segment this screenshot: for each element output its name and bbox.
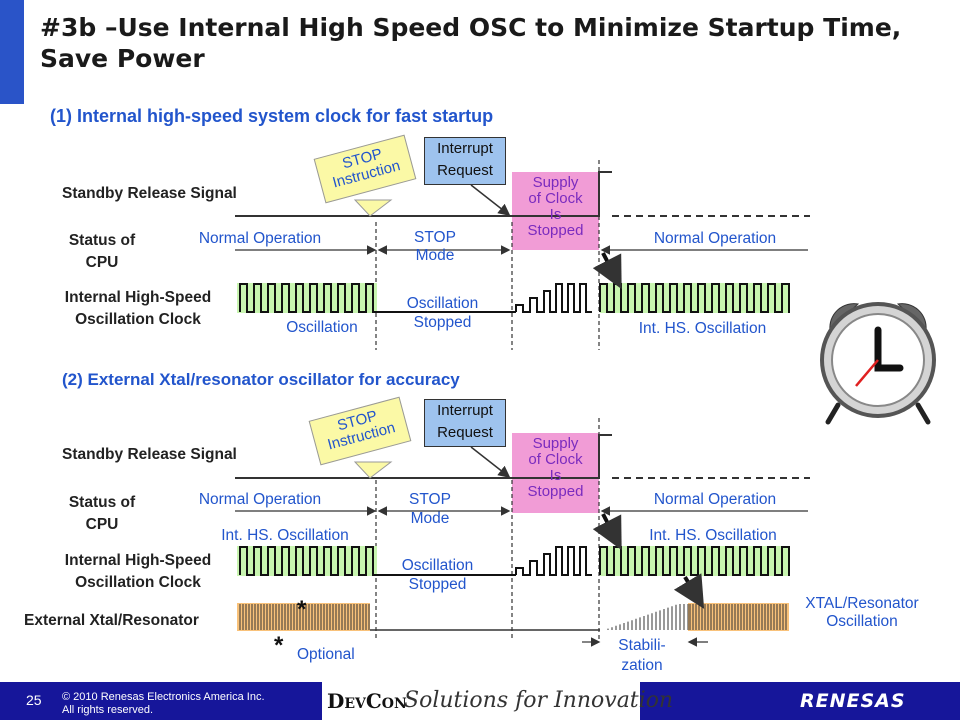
copyright-line-2: All rights reserved.	[62, 704, 154, 716]
optional-label: Optional	[297, 646, 355, 663]
status-label-2b: CPU	[85, 516, 119, 533]
supply-1a: Supply	[532, 174, 579, 191]
supply-stopped-region-1	[512, 172, 599, 250]
standby-label-1: Standby Release Signal	[62, 185, 237, 202]
int-hs-right-2: Int. HS. Oscillation	[649, 527, 777, 544]
xtal-osc-a: XTAL/Resonator	[805, 595, 919, 612]
interrupt-request-box-2: Interrupt Request	[424, 399, 506, 447]
osc-stopped-1b: Stopped	[413, 314, 472, 331]
stabilization-label-a: Stabili-	[618, 637, 666, 654]
stop-mode-2a: STOP	[409, 491, 451, 508]
interrupt-request-box-1: Interrupt Request	[424, 137, 506, 185]
tagline: Solutions for Innovation	[404, 688, 674, 713]
status-label-1b: CPU	[85, 254, 119, 271]
osc-band-left-1	[237, 283, 377, 313]
clock-wave-ramp-1	[515, 283, 592, 313]
status-label-1a: Status of	[68, 232, 136, 249]
title-accent-bar	[0, 0, 24, 104]
renesas-logo: RENESAS	[800, 690, 906, 712]
interrupt-1b: Request	[437, 162, 493, 179]
stabilization-label-b: zation	[621, 657, 663, 674]
clock-label-2a: Internal High-Speed	[64, 552, 212, 569]
supply-label-1: Supply of Clock Is Stopped	[512, 175, 599, 239]
star-icon: *	[274, 632, 284, 659]
clock-wave-left-1	[239, 283, 377, 313]
normal-op-left-2: Normal Operation	[198, 491, 322, 508]
restart-arrow-1	[592, 252, 622, 290]
normal-op-left-1: Normal Operation	[198, 230, 322, 247]
stop-mode-1a: STOP	[414, 229, 456, 246]
clock-label-1b: Oscillation Clock	[75, 311, 201, 328]
clock-label-2b: Oscillation Clock	[75, 574, 201, 591]
osc-stopped-2b: Stopped	[408, 576, 467, 593]
supply-2a: Supply	[532, 435, 579, 452]
supply-label-2: Supply of Clock Is Stopped	[512, 436, 599, 500]
stop-mode-2b: Mode	[410, 510, 450, 527]
devcon-banner	[322, 682, 640, 720]
normal-op-right-1: Normal Operation	[653, 230, 777, 247]
alarm-clock-icon	[820, 302, 936, 425]
normal-op-right-2: Normal Operation	[653, 491, 777, 508]
stop-mode-1b: Mode	[415, 247, 455, 264]
timing-diagram	[235, 160, 936, 647]
supply-2d: Stopped	[527, 483, 584, 500]
osc-stopped-1a: Oscillation	[406, 295, 479, 312]
supply-stopped-region-2	[512, 433, 599, 513]
int-hs-osc-1: Int. HS. Oscillation	[638, 320, 767, 337]
supply-2c: Is	[549, 467, 562, 484]
standby-signal-1	[235, 171, 612, 217]
section1-heading: (1) Internal high-speed system clock for…	[50, 106, 494, 126]
devcon-logo: DevCon	[327, 689, 407, 713]
stop-callout-tail-1	[353, 199, 393, 217]
supply-1b: of Clock	[528, 190, 583, 207]
standby-signal-2	[235, 434, 612, 479]
page-title: #3b –Use Internal High Speed OSC to Mini…	[40, 13, 902, 73]
status-label-2a: Status of	[68, 494, 136, 511]
interrupt-1a: Interrupt	[437, 140, 493, 157]
interrupt-2b: Request	[437, 424, 493, 441]
clock-label-1a: Internal High-Speed	[64, 289, 212, 306]
clock-wave-right-1	[599, 283, 790, 313]
xtal-osc-b: Oscillation	[826, 613, 898, 630]
osc-stopped-2a: Oscillation	[401, 557, 474, 574]
standby-label-2: Standby Release Signal	[62, 446, 237, 463]
osc-band-right-1	[600, 283, 790, 313]
copyright-line-1: © 2010 Renesas Electronics America Inc.	[62, 691, 265, 703]
star-icon: *	[297, 596, 307, 623]
int-hs-left-2: Int. HS. Oscillation	[221, 527, 349, 544]
supply-1c: Is	[549, 206, 562, 223]
interrupt-2a: Interrupt	[437, 402, 493, 419]
osc-left-1: Oscillation	[286, 319, 358, 336]
supply-1d: Stopped	[527, 222, 584, 239]
interrupt-arrow-1	[470, 184, 511, 216]
ext-xtal-label: External Xtal/Resonator	[24, 612, 199, 629]
supply-2b: of Clock	[528, 451, 583, 468]
page-number: 25	[26, 692, 42, 708]
section2-heading: (2) External Xtal/resonator oscillator f…	[62, 370, 460, 389]
